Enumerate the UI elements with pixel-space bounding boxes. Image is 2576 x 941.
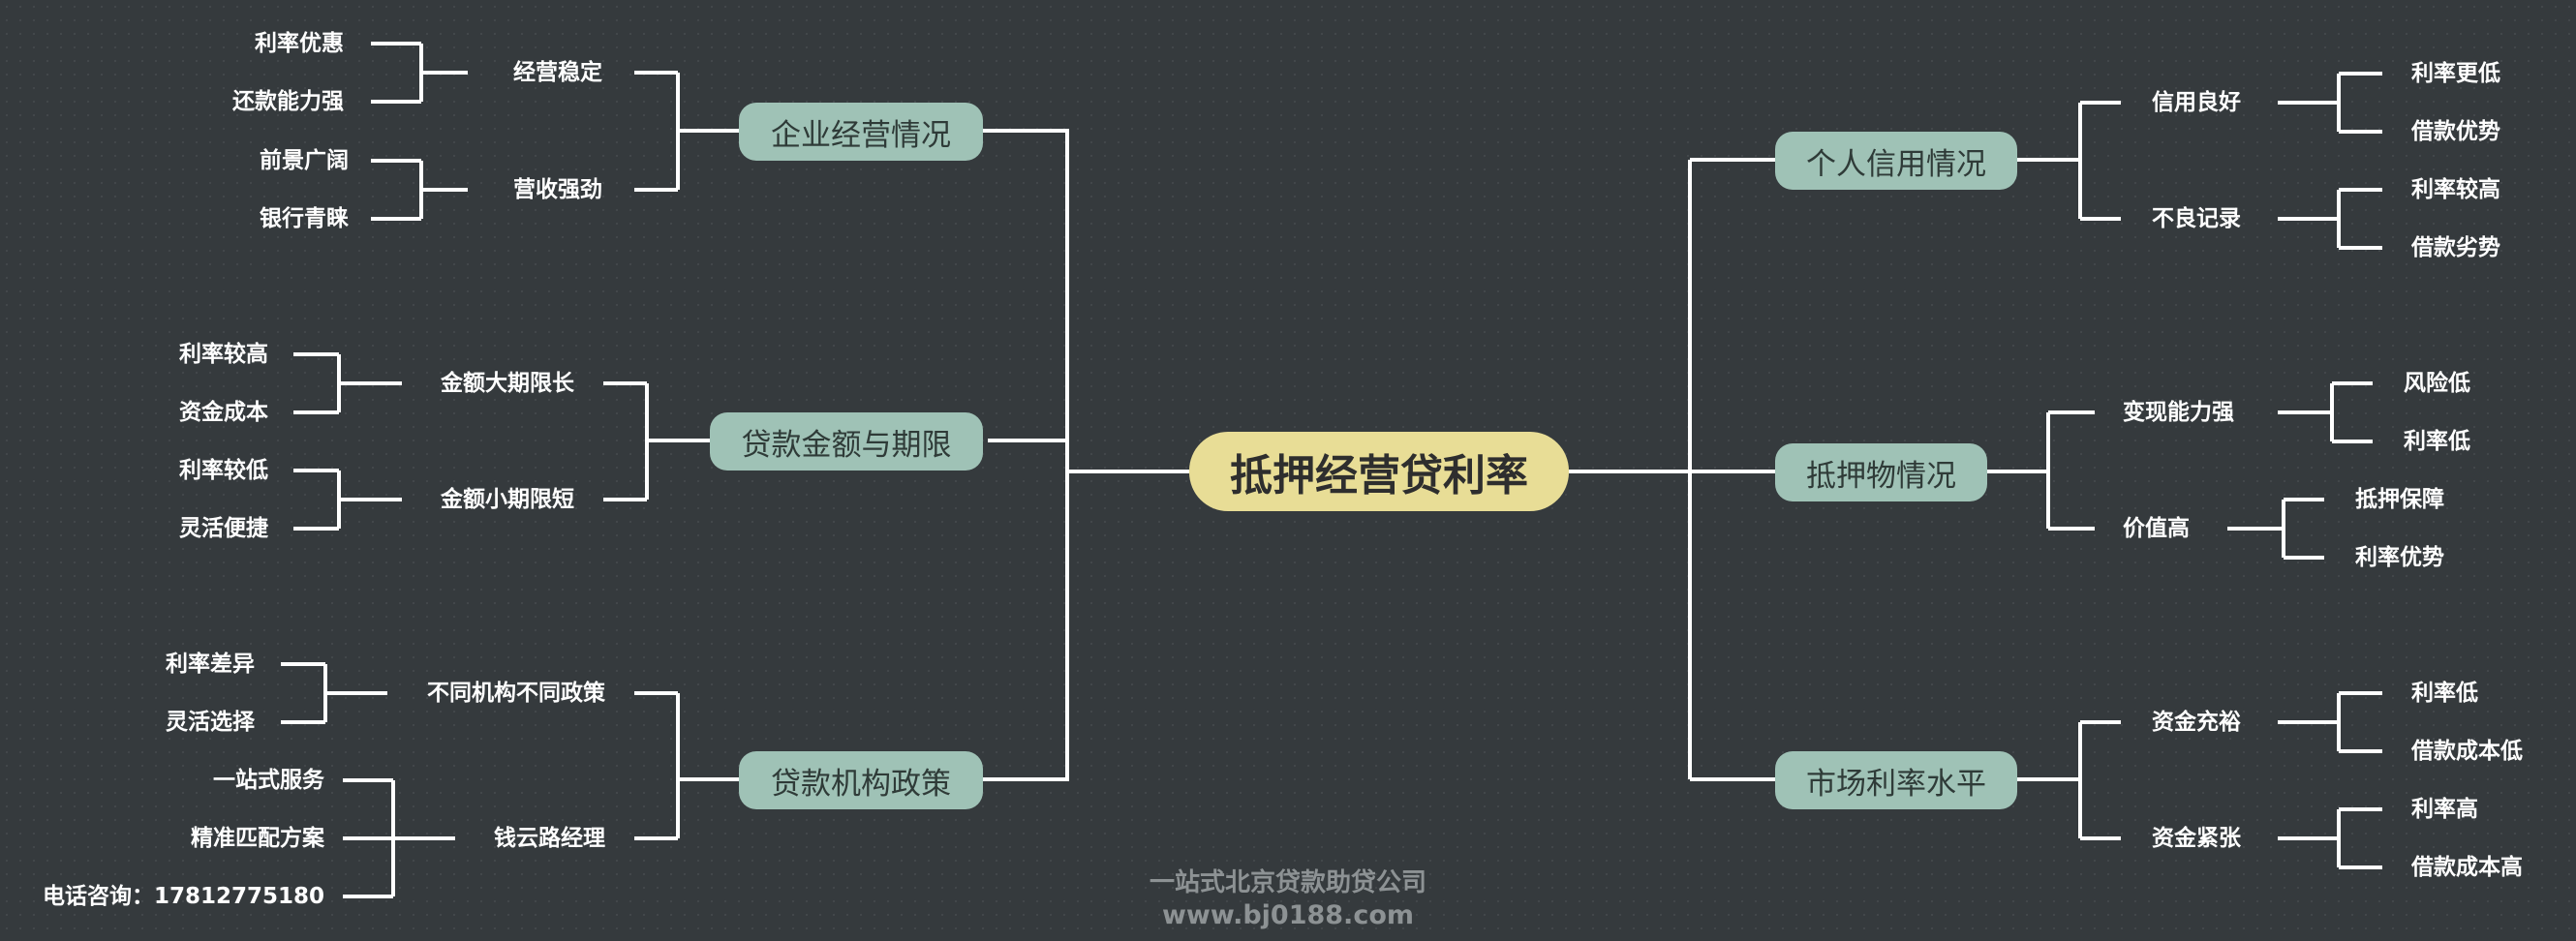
leaf-ample-2: 借款成本低 bbox=[2411, 739, 2523, 764]
leaf-manager-2: 精准匹配方案 bbox=[191, 826, 324, 851]
sub-node-bad: 不良记录 bbox=[2152, 206, 2241, 231]
footer-website: www.bj0188.com bbox=[1161, 900, 1415, 930]
leaf-tight-2: 借款成本高 bbox=[2411, 855, 2523, 880]
leaf-stable-2: 还款能力强 bbox=[232, 89, 344, 114]
leaf-revenue-2: 银行青睐 bbox=[260, 206, 349, 231]
main-node-business: 企业经营情况 bbox=[739, 103, 983, 161]
leaf-diff-2: 灵活选择 bbox=[166, 710, 255, 735]
main-node-collateral: 抵押物情况 bbox=[1775, 443, 1987, 501]
main-node-policy: 贷款机构政策 bbox=[739, 751, 983, 809]
leaf-value-2: 利率优势 bbox=[2355, 545, 2444, 570]
sub-node-liquid: 变现能力强 bbox=[2123, 400, 2234, 425]
sub-node-good: 信用良好 bbox=[2152, 90, 2241, 115]
leaf-stable-1: 利率优惠 bbox=[255, 31, 344, 56]
leaf-bad-2: 借款劣势 bbox=[2411, 235, 2500, 260]
main-node-credit: 个人信用情况 bbox=[1775, 132, 2017, 190]
leaf-tight-1: 利率高 bbox=[2411, 797, 2478, 822]
sub-node-ample: 资金充裕 bbox=[2152, 710, 2241, 735]
leaf-good-1: 利率更低 bbox=[2411, 61, 2500, 86]
leaf-liquid-2: 利率低 bbox=[2404, 429, 2470, 454]
center-node: 抵押经营贷利率 bbox=[1189, 432, 1569, 511]
phone-contact: 电话咨询：17812775180 bbox=[42, 884, 324, 909]
sub-node-manager: 钱云路经理 bbox=[494, 826, 605, 851]
leaf-good-2: 借款优势 bbox=[2411, 119, 2500, 144]
sub-node-value: 价值高 bbox=[2123, 516, 2190, 541]
leaf-big-2: 资金成本 bbox=[179, 400, 268, 425]
leaf-revenue-1: 前景广阔 bbox=[260, 148, 349, 173]
leaf-diff-1: 利率差异 bbox=[166, 652, 255, 677]
sub-node-small: 金额小期限短 bbox=[441, 487, 574, 512]
sub-node-revenue: 营收强劲 bbox=[513, 177, 602, 202]
leaf-liquid-1: 风险低 bbox=[2404, 371, 2470, 396]
leaf-manager-1: 一站式服务 bbox=[213, 768, 324, 793]
sub-node-big: 金额大期限长 bbox=[441, 371, 574, 396]
leaf-big-1: 利率较高 bbox=[179, 342, 268, 367]
leaf-ample-1: 利率低 bbox=[2411, 681, 2478, 706]
sub-node-stable: 经营稳定 bbox=[513, 60, 602, 85]
leaf-small-2: 灵活便捷 bbox=[179, 516, 268, 541]
leaf-small-1: 利率较低 bbox=[179, 458, 268, 483]
sub-node-tight: 资金紧张 bbox=[2152, 826, 2241, 851]
sub-node-diff: 不同机构不同政策 bbox=[427, 681, 605, 706]
main-node-amount: 贷款金额与期限 bbox=[710, 412, 983, 470]
leaf-bad-1: 利率较高 bbox=[2411, 177, 2500, 202]
leaf-value-1: 抵押保障 bbox=[2355, 487, 2444, 512]
footer-company-name: 一站式北京贷款助贷公司 bbox=[1149, 868, 1426, 897]
main-node-market: 市场利率水平 bbox=[1775, 751, 2017, 809]
